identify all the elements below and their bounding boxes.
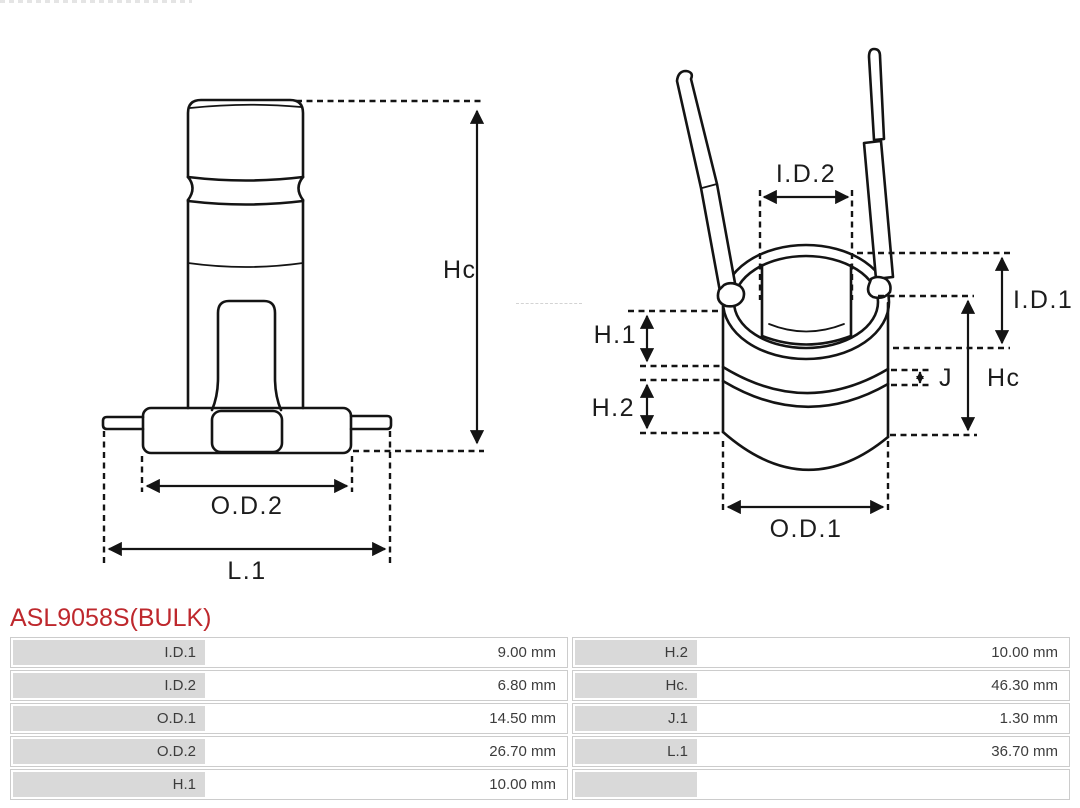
dimension-label: H.1 xyxy=(13,772,205,797)
perspective-view-diagram: I.D.2 I.D.1 H.1 H.2 xyxy=(592,47,1073,543)
side-view-dimension-l1: L.1 xyxy=(102,431,392,585)
technical-drawing-svg: Hc O.D.2 L.1 xyxy=(101,47,1073,585)
dimension-label: Hc. xyxy=(575,673,697,698)
dimension-label: I.D.1 xyxy=(13,640,205,665)
id2-label: I.D.2 xyxy=(776,160,836,188)
dimension-label: O.D.2 xyxy=(13,739,205,764)
perspective-dimension-j: J xyxy=(891,364,953,392)
table-row: H.1 10.00 mm xyxy=(10,769,568,800)
perspective-dimension-id1: I.D.1 xyxy=(857,251,1073,350)
side-view-diagram: Hc O.D.2 L.1 xyxy=(101,98,485,585)
dimension-label: L.1 xyxy=(575,739,697,764)
side-view-dimension-hc: Hc xyxy=(296,99,485,453)
dimension-value xyxy=(697,772,1067,797)
od2-label: O.D.2 xyxy=(211,492,284,520)
dimension-label: O.D.1 xyxy=(13,706,205,731)
dimension-value: 6.80 mm xyxy=(497,677,556,694)
dimension-value: 46.30 mm xyxy=(991,677,1058,694)
hc-label-perspective: Hc xyxy=(987,364,1021,392)
dimension-label: H.2 xyxy=(575,640,697,665)
j-label: J xyxy=(939,364,953,392)
dimension-value: 36.70 mm xyxy=(991,743,1058,760)
dimension-value: 9.00 mm xyxy=(497,644,556,661)
dimension-value: 1.30 mm xyxy=(999,710,1058,727)
dimension-label: J.1 xyxy=(575,706,697,731)
table-row: L.1 36.70 mm xyxy=(572,736,1070,767)
table-row: Hc. 46.30 mm xyxy=(572,670,1070,701)
dimension-value: 26.70 mm xyxy=(489,743,556,760)
od1-label: O.D.1 xyxy=(770,515,843,543)
dimension-label xyxy=(575,772,697,797)
right-lead-wire xyxy=(862,47,895,300)
dimension-value: 10.00 mm xyxy=(489,776,556,793)
table-row: O.D.2 26.70 mm xyxy=(10,736,568,767)
h2-label: H.2 xyxy=(592,394,635,422)
table-row: I.D.1 9.00 mm xyxy=(10,637,568,668)
id1-label: I.D.1 xyxy=(1013,286,1073,314)
perspective-dimension-id2: I.D.2 xyxy=(758,160,854,300)
perspective-dimension-h1: H.1 xyxy=(594,309,722,368)
perspective-dimension-od1: O.D.1 xyxy=(721,441,890,543)
table-row: O.D.1 14.50 mm xyxy=(10,703,568,734)
table-row: H.2 10.00 mm xyxy=(572,637,1070,668)
perspective-dimension-h2: H.2 xyxy=(592,378,722,435)
part-number: ASL9058S(BULK) xyxy=(10,604,212,632)
hc-label-side-view: Hc xyxy=(443,256,477,284)
side-view-dimension-od2: O.D.2 xyxy=(140,456,354,520)
dimension-value: 14.50 mm xyxy=(489,710,556,727)
l1-label: L.1 xyxy=(227,557,266,585)
table-row: J.1 1.30 mm xyxy=(572,703,1070,734)
dimensions-table-left: I.D.1 9.00 mm I.D.2 6.80 mm O.D.1 14.50 … xyxy=(10,637,568,802)
h1-label: H.1 xyxy=(594,321,637,349)
dimensions-tables: I.D.1 9.00 mm I.D.2 6.80 mm O.D.1 14.50 … xyxy=(10,637,1070,802)
side-view-part-outline xyxy=(101,98,393,455)
table-row xyxy=(572,769,1070,800)
dimensions-table-right: H.2 10.00 mm Hc. 46.30 mm J.1 1.30 mm L.… xyxy=(572,637,1070,802)
dimension-label: I.D.2 xyxy=(13,673,205,698)
dimension-value: 10.00 mm xyxy=(991,644,1058,661)
watermark-line xyxy=(516,303,582,304)
cropped-logo-strip xyxy=(0,0,192,3)
left-lead-wire xyxy=(675,69,746,308)
table-row: I.D.2 6.80 mm xyxy=(10,670,568,701)
perspective-dimension-hc: Hc xyxy=(878,294,1021,437)
perspective-part-outline xyxy=(721,243,891,472)
